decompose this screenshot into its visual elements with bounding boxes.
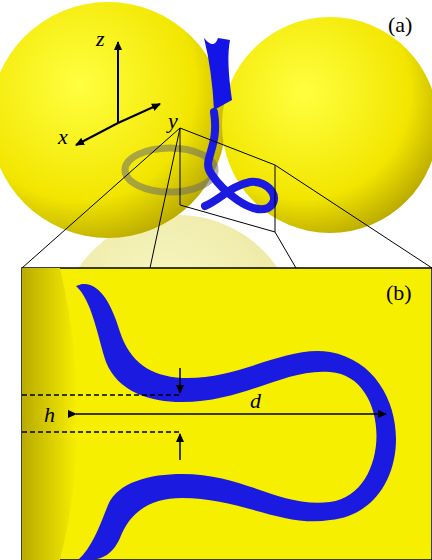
panel-label: (a): [388, 14, 412, 36]
zoom-line: [22, 128, 180, 268]
axes: [76, 42, 160, 145]
dimension-arrow: [76, 413, 386, 415]
liquid-film: [76, 284, 396, 560]
dimension-guide: [22, 431, 180, 432]
dimension-arrow: [179, 434, 181, 460]
liquid-bridge: [204, 38, 232, 110]
dimension-label: h: [44, 404, 55, 426]
axis-label: y: [168, 110, 178, 132]
axis-label: x: [58, 126, 68, 148]
panel-sphere: [22, 268, 78, 560]
zoom-line: [275, 232, 296, 268]
zoom-panel: [22, 268, 432, 560]
dimension-guide: [22, 394, 180, 395]
dimension-arrow: [179, 368, 181, 393]
axis-label: z: [96, 28, 105, 50]
panel-label: (b): [386, 282, 412, 304]
ghost-ring: [125, 148, 215, 192]
zoom-box: [180, 128, 275, 232]
zoom-line: [275, 165, 432, 268]
right-sphere: [222, 17, 432, 233]
zoom-line: [150, 128, 180, 268]
dimension-label: d: [250, 390, 261, 412]
left-sphere: [0, 2, 226, 238]
